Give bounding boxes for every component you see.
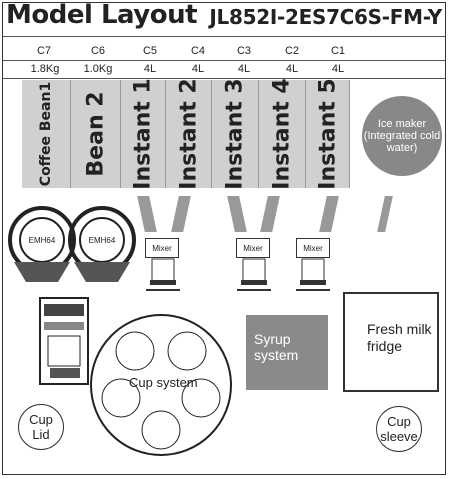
canister-instant-1: Instant 1: [120, 78, 165, 190]
cup-system-label: Cup system: [129, 375, 198, 390]
grinder-icon-1: [8, 206, 76, 282]
capacity-c6: 1.0Kg: [83, 63, 113, 75]
canister-code-c6: C6: [90, 45, 106, 57]
grinder-icon-2: [68, 206, 136, 282]
syrup-system-label: Syrup system: [254, 331, 299, 363]
capacity-c7: 1.8Kg: [30, 63, 60, 75]
canister-code-c3: C3: [236, 45, 252, 57]
canister-code-c5: C5: [142, 45, 158, 57]
canister-code-c7: C7: [36, 45, 52, 57]
syrup-system: Syrup system: [246, 315, 328, 390]
cup-sleeve-label: Cup sleeve: [380, 414, 418, 444]
canister-code-c4: C4: [190, 45, 206, 57]
fresh-milk-fridge-label: Fresh milk fridge: [367, 321, 432, 354]
cup-lid: Cup Lid: [18, 404, 64, 450]
canister-coffee-bean-1: Coffee Bean1: [22, 80, 70, 188]
brewer-unit-icon: [39, 297, 89, 385]
cup-lid-label: Cup Lid: [29, 412, 53, 442]
capacity-c2: 4L: [285, 63, 299, 75]
layout-frame: [2, 2, 446, 475]
cup-sleeve: Cup sleeve: [376, 406, 422, 452]
page-title: Model Layout: [6, 0, 198, 30]
canister-instant-5: Instant 5: [305, 78, 350, 190]
canister-instant-2: Instant 2: [165, 78, 211, 190]
model-number: JL852I-2ES7C6S-FM-Y: [209, 5, 442, 29]
grinder-1-label: EMH64: [28, 236, 56, 245]
fresh-milk-fridge: Fresh milk fridge: [343, 292, 439, 392]
divider: [2, 36, 446, 37]
capacity-c5: 4L: [143, 63, 157, 75]
ice-maker-label: Ice maker (Integrated cold water): [363, 118, 441, 154]
canister-code-c1: C1: [330, 45, 346, 57]
mixer-2-label: Mixer: [236, 238, 270, 258]
mixer-icon-2: [237, 258, 271, 291]
capacity-c1: 4L: [331, 63, 345, 75]
canister-code-c2: C2: [284, 45, 300, 57]
mixer-1-label: Mixer: [145, 238, 179, 258]
canister-instant-4: Instant 4: [258, 78, 305, 190]
divider: [2, 60, 446, 61]
divider: [2, 78, 446, 79]
capacity-c4: 4L: [191, 63, 205, 75]
capacity-c3: 4L: [237, 63, 251, 75]
grinder-2-label: EMH64: [88, 236, 116, 245]
mixer-icon-3: [296, 258, 330, 291]
mixer-3-label: Mixer: [296, 238, 330, 258]
canister-bean-2: Bean 2: [70, 80, 120, 188]
cup-system-carousel: [90, 314, 232, 456]
canister-instant-3: Instant 3: [211, 78, 258, 190]
ice-maker: Ice maker (Integrated cold water): [362, 96, 442, 176]
mixer-icon-1: [146, 258, 180, 291]
